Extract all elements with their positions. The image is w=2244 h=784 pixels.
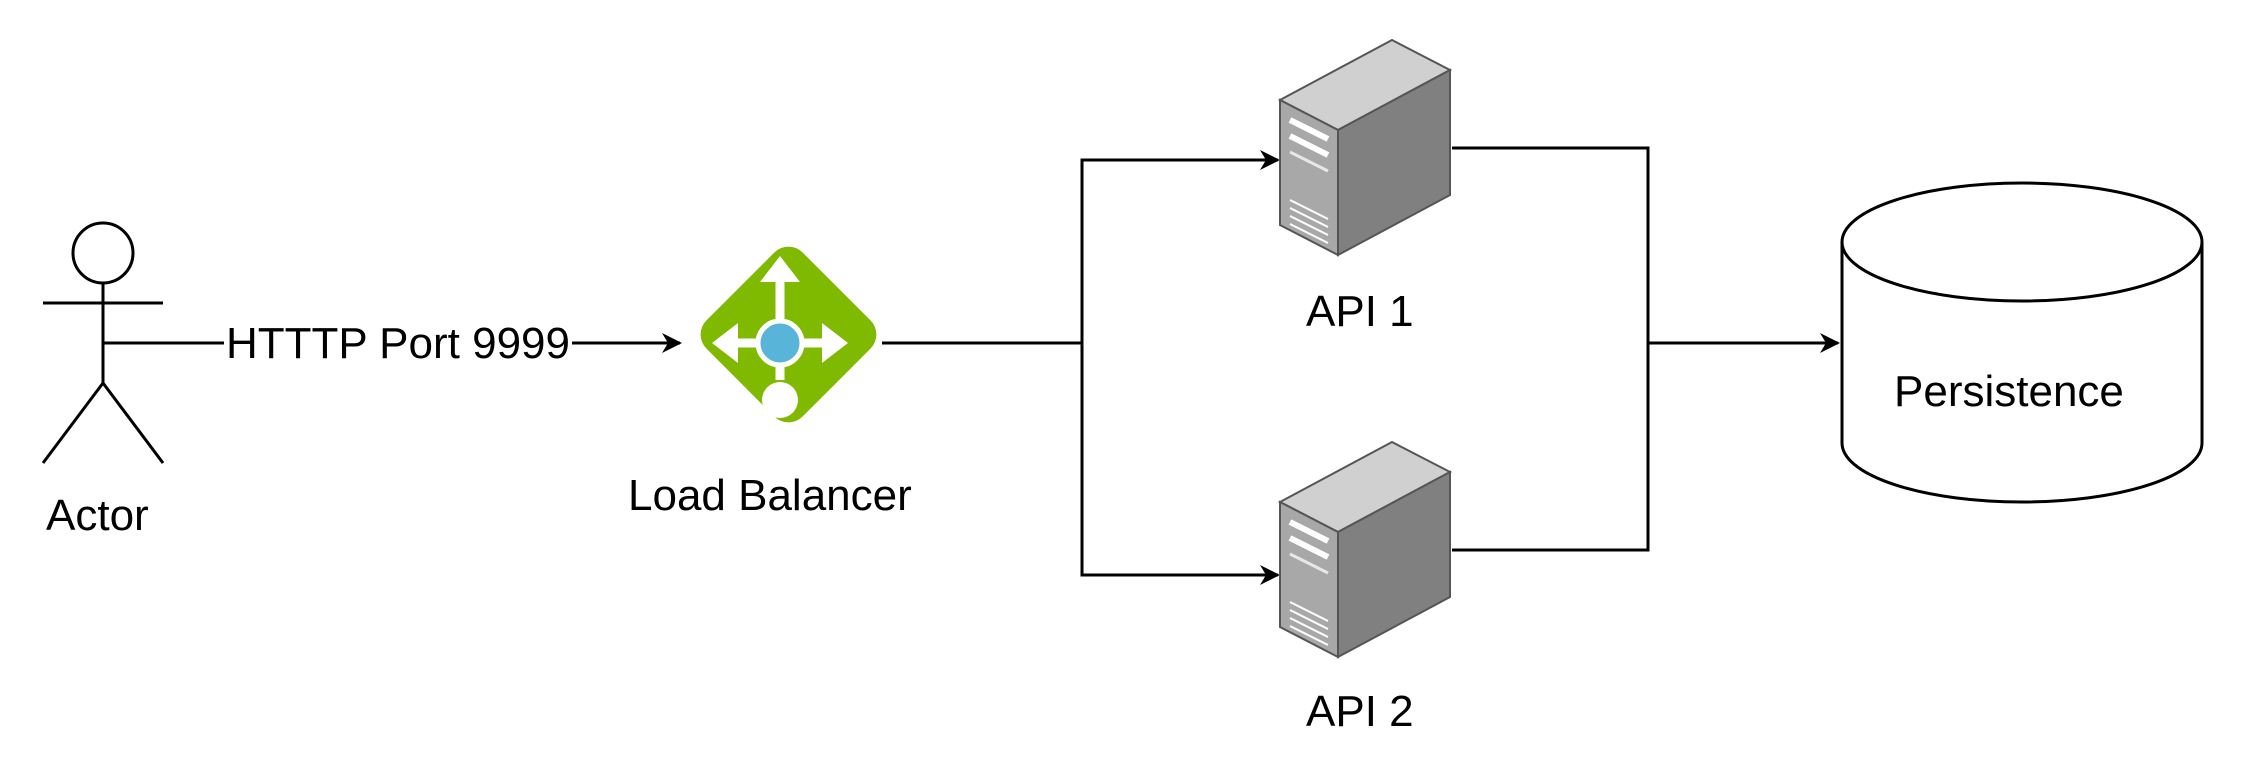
edge-load-balancer-to-api2 <box>1080 343 1280 585</box>
edge-api2-to-persistence <box>1452 343 1650 552</box>
load-balancer-icon[interactable] <box>692 238 884 430</box>
edge-load-balancer-to-api1 <box>882 150 1280 345</box>
database-cylinder-icon[interactable] <box>1840 181 2204 504</box>
actor-label: Actor <box>46 491 149 540</box>
edge-api1-to-persistence <box>1452 146 1650 343</box>
api1-label: API 1 <box>1306 287 1414 336</box>
server-api1-icon[interactable] <box>1277 38 1453 257</box>
load-balancer-label: Load Balancer <box>628 471 912 520</box>
actor-icon[interactable] <box>41 221 165 464</box>
persistence-label: Persistence <box>1894 367 2124 416</box>
edge-label-http-port: HTTTP Port 9999 <box>224 319 572 368</box>
server-api2-icon[interactable] <box>1277 440 1453 659</box>
api2-label: API 2 <box>1306 687 1414 736</box>
